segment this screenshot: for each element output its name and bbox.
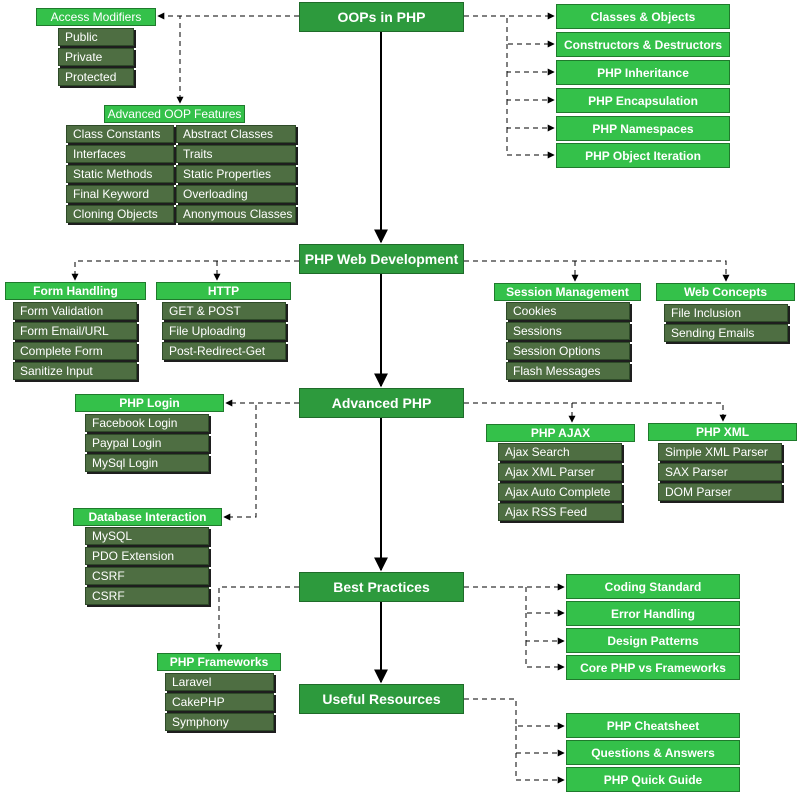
leaf-mysql-login: MySql Login — [85, 454, 209, 472]
leaf-paypal-login: Paypal Login — [85, 434, 209, 452]
leaf-csrf-1: CSRF — [85, 567, 209, 585]
leaf-anonymous-classes: Anonymous Classes — [176, 205, 296, 223]
leaf-cookies: Cookies — [506, 302, 630, 320]
node-best-practices: Best Practices — [299, 572, 464, 602]
header-web-concepts: Web Concepts — [656, 283, 795, 301]
leaf-symphony: Symphony — [165, 713, 274, 731]
edge-resources-cheatsheet — [464, 698, 565, 730]
header-advanced-oop-features: Advanced OOP Features — [104, 105, 245, 123]
edge-advanced-ajax-xml — [464, 402, 727, 422]
edge-best-frameworks — [215, 586, 299, 652]
header-database-interaction: Database Interaction — [73, 508, 222, 526]
edge-best-design-patterns — [525, 613, 565, 645]
topic-design-patterns: Design Patterns — [566, 628, 740, 653]
edge-oops-constructors — [464, 15, 555, 48]
leaf-sending-emails: Sending Emails — [664, 324, 788, 342]
header-access-modifiers: Access Modifiers — [36, 8, 156, 26]
leaf-form-validation: Form Validation — [13, 302, 137, 320]
leaf-overloading: Overloading — [176, 185, 296, 203]
leaf-class-constants: Class Constants — [66, 125, 174, 143]
header-php-frameworks: PHP Frameworks — [157, 653, 281, 671]
edge-oops-iteration — [506, 128, 555, 159]
leaf-dom-parser: DOM Parser — [658, 483, 782, 501]
header-form-handling: Form Handling — [5, 282, 146, 300]
leaf-final-keyword: Final Keyword — [66, 185, 174, 203]
leaf-abstract-classes: Abstract Classes — [176, 125, 296, 143]
leaf-ajax-search: Ajax Search — [498, 443, 622, 461]
edge-webdev-session — [464, 260, 730, 282]
leaf-static-methods: Static Methods — [66, 165, 174, 183]
leaf-laravel: Laravel — [165, 673, 274, 691]
leaf-csrf-2: CSRF — [85, 587, 209, 605]
topic-php-encapsulation: PHP Encapsulation — [556, 88, 730, 113]
leaf-public: Public — [58, 28, 134, 46]
topic-error-handling: Error Handling — [566, 601, 740, 626]
edge-oops-namespaces — [506, 100, 555, 132]
topic-php-cheatsheet: PHP Cheatsheet — [566, 713, 740, 738]
leaf-simple-xml-parser: Simple XML Parser — [658, 443, 782, 461]
leaf-private: Private — [58, 48, 134, 66]
header-php-login: PHP Login — [75, 394, 224, 412]
topic-coding-standard: Coding Standard — [566, 574, 740, 599]
edge-oops-encapsulation — [506, 72, 555, 104]
node-oops-in-php: OOPs in PHP — [299, 2, 464, 32]
edge-webdev-form-handling — [71, 260, 299, 281]
leaf-complete-form: Complete Form — [13, 342, 137, 360]
leaf-ajax-xml-parser: Ajax XML Parser — [498, 463, 622, 481]
topic-php-namespaces: PHP Namespaces — [556, 116, 730, 141]
topic-php-inheritance: PHP Inheritance — [556, 60, 730, 85]
leaf-interfaces: Interfaces — [66, 145, 174, 163]
topic-questions-answers: Questions & Answers — [566, 740, 740, 765]
leaf-sessions: Sessions — [506, 322, 630, 340]
header-http: HTTP — [156, 282, 291, 300]
node-advanced-php: Advanced PHP — [299, 388, 464, 418]
leaf-session-options: Session Options — [506, 342, 630, 360]
topic-php-quick-guide: PHP Quick Guide — [566, 767, 740, 792]
header-php-xml: PHP XML — [648, 423, 797, 441]
topic-constructors-destructors: Constructors & Destructors — [556, 32, 730, 57]
leaf-static-properties: Static Properties — [176, 165, 296, 183]
leaf-protected: Protected — [58, 68, 134, 86]
node-php-web-development: PHP Web Development — [299, 244, 464, 274]
leaf-facebook-login: Facebook Login — [85, 414, 209, 432]
edge-advanced-database — [223, 402, 299, 521]
edge-resources-questions — [515, 726, 565, 757]
leaf-file-inclusion: File Inclusion — [664, 304, 788, 322]
leaf-pdo-extension: PDO Extension — [85, 547, 209, 565]
leaf-traits: Traits — [176, 145, 296, 163]
edge-oops-advanced-oop — [176, 15, 299, 104]
node-useful-resources: Useful Resources — [299, 684, 464, 714]
edge-best-error-handling — [525, 587, 565, 617]
leaf-post-redirect-get: Post-Redirect-Get — [162, 342, 286, 360]
topic-core-php-vs-frameworks: Core PHP vs Frameworks — [566, 655, 740, 680]
edge-oops-inheritance — [506, 44, 555, 76]
header-session-management: Session Management — [494, 283, 641, 301]
topic-php-object-iteration: PHP Object Iteration — [556, 143, 730, 168]
leaf-cloning-objects: Cloning Objects — [66, 205, 174, 223]
leaf-form-email-url: Form Email/URL — [13, 322, 137, 340]
topic-classes-objects: Classes & Objects — [556, 4, 730, 29]
leaf-sanitize-input: Sanitize Input — [13, 362, 137, 380]
leaf-cakephp: CakePHP — [165, 693, 274, 711]
edge-best-core-vs-frameworks — [525, 641, 565, 671]
edge-resources-guide — [515, 753, 565, 784]
leaf-ajax-rss-feed: Ajax RSS Feed — [498, 503, 622, 521]
leaf-file-uploading: File Uploading — [162, 322, 286, 340]
leaf-mysql: MySQL — [85, 527, 209, 545]
leaf-ajax-auto-complete: Ajax Auto Complete — [498, 483, 622, 501]
leaf-get-post: GET & POST — [162, 302, 286, 320]
header-php-ajax: PHP AJAX — [486, 424, 635, 442]
leaf-flash-messages: Flash Messages — [506, 362, 630, 380]
leaf-sax-parser: SAX Parser — [658, 463, 782, 481]
